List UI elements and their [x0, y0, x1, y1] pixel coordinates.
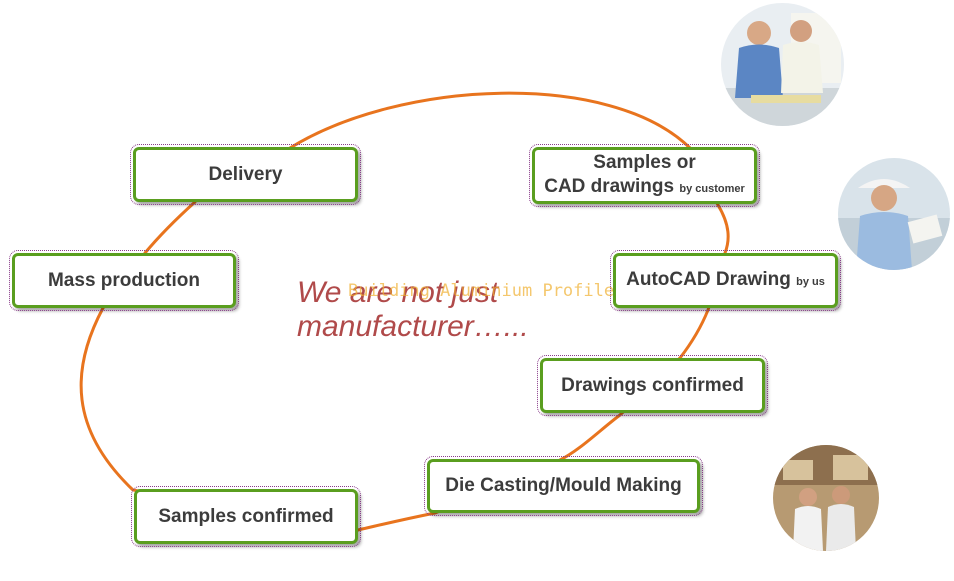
step-autocad-note: by us — [796, 275, 825, 288]
step-samples-line-2: CAD drawings — [544, 175, 675, 197]
watermark-text: Building Aluminium Profile — [348, 281, 615, 301]
tagline-line-1: We are not just — [297, 276, 499, 309]
step-samples-or-cad: Samples or CAD drawings by customer — [529, 144, 760, 207]
step-samples-line-1: Samples or — [593, 151, 696, 173]
step-mass-production: Mass production — [9, 250, 239, 311]
tagline-line-2: manufacturer…... — [297, 310, 529, 343]
step-mass-production-label: Mass production — [47, 269, 200, 291]
engineer-photo — [838, 158, 950, 270]
step-die-casting: Die Casting/Mould Making — [424, 456, 703, 516]
cycle-arrow-path — [79, 91, 730, 532]
tagline: We are not just manufacturer…... — [297, 276, 597, 344]
step-die-casting-label: Die Casting/Mould Making — [445, 475, 682, 496]
office-meeting-photo — [721, 3, 844, 126]
step-delivery-label: Delivery — [208, 163, 283, 185]
step-samples-confirmed: Samples confirmed — [131, 486, 361, 547]
step-drawings-confirmed: Drawings confirmed — [537, 355, 768, 416]
step-samples-note: by customer — [679, 182, 745, 195]
step-delivery: Delivery — [130, 144, 361, 205]
step-samples-confirmed-label: Samples confirmed — [158, 505, 334, 527]
step-drawings-confirmed-label: Drawings confirmed — [561, 374, 744, 396]
step-autocad-drawing: AutoCAD Drawing by us — [610, 250, 841, 311]
step-autocad-label: AutoCAD Drawing — [626, 268, 791, 290]
warehouse-photo — [773, 445, 879, 551]
